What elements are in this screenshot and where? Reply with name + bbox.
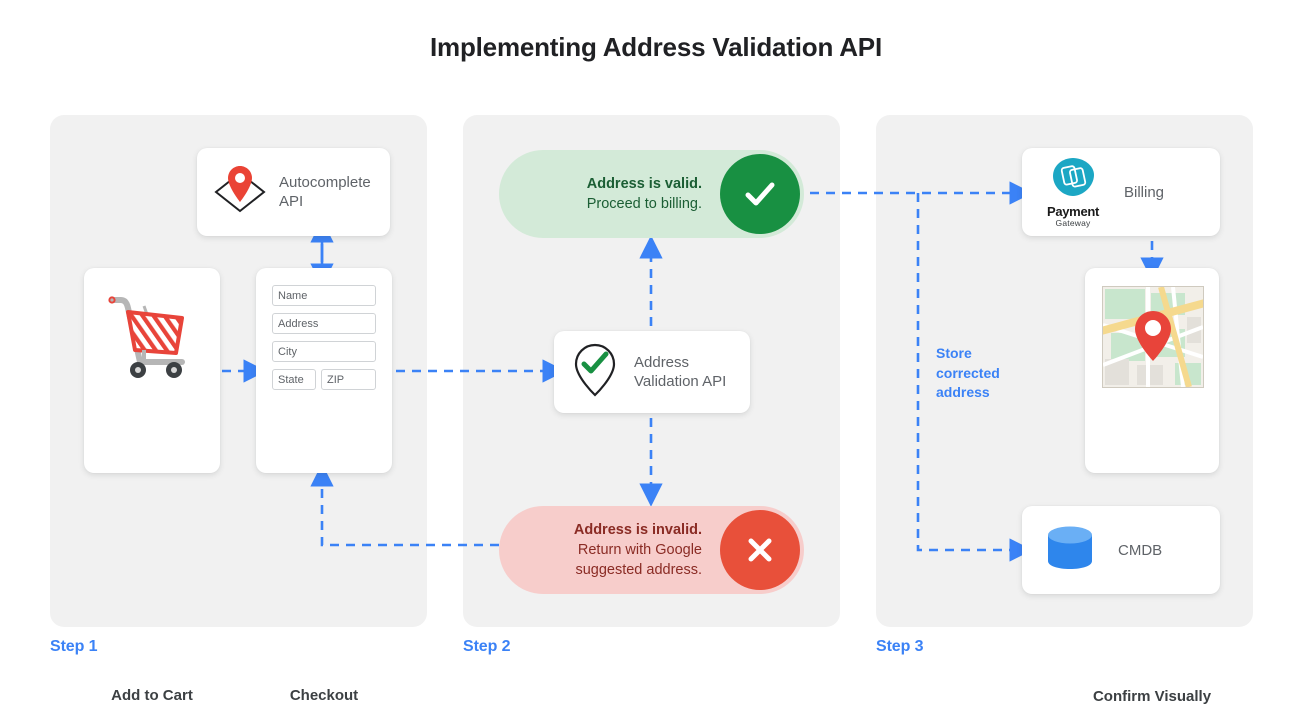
pin-check-icon: [570, 341, 620, 404]
shopping-cart-icon: [84, 290, 220, 386]
map-pin-diamond-icon: [211, 162, 269, 223]
address-validation-api-card[interactable]: Address Validation API: [554, 331, 750, 413]
address-invalid-detail-line2: suggested address.: [575, 562, 702, 578]
close-icon: [720, 510, 800, 590]
check-icon: [720, 154, 800, 234]
address-invalid-detail-line1: Return with Google: [577, 542, 702, 558]
add-to-cart-caption: Add to Cart: [111, 687, 193, 704]
address-invalid-text: Address is invalid. Return with Google s…: [499, 520, 720, 580]
payment-gateway-sub: Gateway: [1055, 218, 1091, 228]
billing-label: Billing: [1124, 183, 1165, 201]
city-field[interactable]: City: [272, 341, 376, 362]
database-icon: [1044, 522, 1096, 579]
map-thumbnail-icon: [1102, 286, 1204, 388]
step-3-label: Step 3: [876, 638, 924, 655]
autocomplete-api-card[interactable]: Autocomplete API: [197, 148, 390, 236]
add-to-cart-card[interactable]: Add to Cart: [84, 268, 220, 704]
confirm-visually-card[interactable]: Confirm Visually: [1085, 268, 1219, 705]
checkout-caption: Checkout: [289, 687, 359, 704]
payment-gateway-icon: Payment Gateway: [1038, 156, 1108, 228]
address-validation-api-label: Address Validation API: [634, 354, 727, 390]
address-valid-headline: Address is valid.: [586, 176, 702, 192]
address-valid-detail: Proceed to billing.: [586, 196, 702, 212]
cmdb-label: CMDB: [1118, 541, 1163, 559]
address-valid-text: Address is valid. Proceed to billing.: [499, 174, 720, 214]
step-2-label: Step 2: [463, 638, 511, 655]
page-title: Implementing Address Validation API: [430, 32, 882, 62]
payment-gateway-name: Payment: [1046, 204, 1100, 219]
state-field[interactable]: State: [272, 369, 316, 390]
cmdb-card[interactable]: CMDB: [1022, 506, 1220, 594]
name-field[interactable]: Name: [272, 285, 376, 306]
store-corrected-address-note: Store corrected address: [936, 345, 1000, 400]
step-1-label: Step 1: [50, 638, 98, 655]
zip-field[interactable]: ZIP: [321, 369, 376, 390]
billing-card[interactable]: Payment Gateway Billing: [1022, 148, 1220, 236]
autocomplete-api-label: Autocomplete API: [279, 174, 371, 210]
address-invalid-pill: Address is invalid. Return with Google s…: [499, 506, 804, 594]
address-field[interactable]: Address: [272, 313, 376, 334]
address-valid-pill: Address is valid. Proceed to billing.: [499, 150, 804, 238]
confirm-visually-caption: Confirm Visually: [1092, 688, 1212, 705]
address-invalid-headline: Address is invalid.: [573, 522, 702, 538]
checkout-card[interactable]: Name Address City State ZIP Checkout: [256, 268, 392, 704]
